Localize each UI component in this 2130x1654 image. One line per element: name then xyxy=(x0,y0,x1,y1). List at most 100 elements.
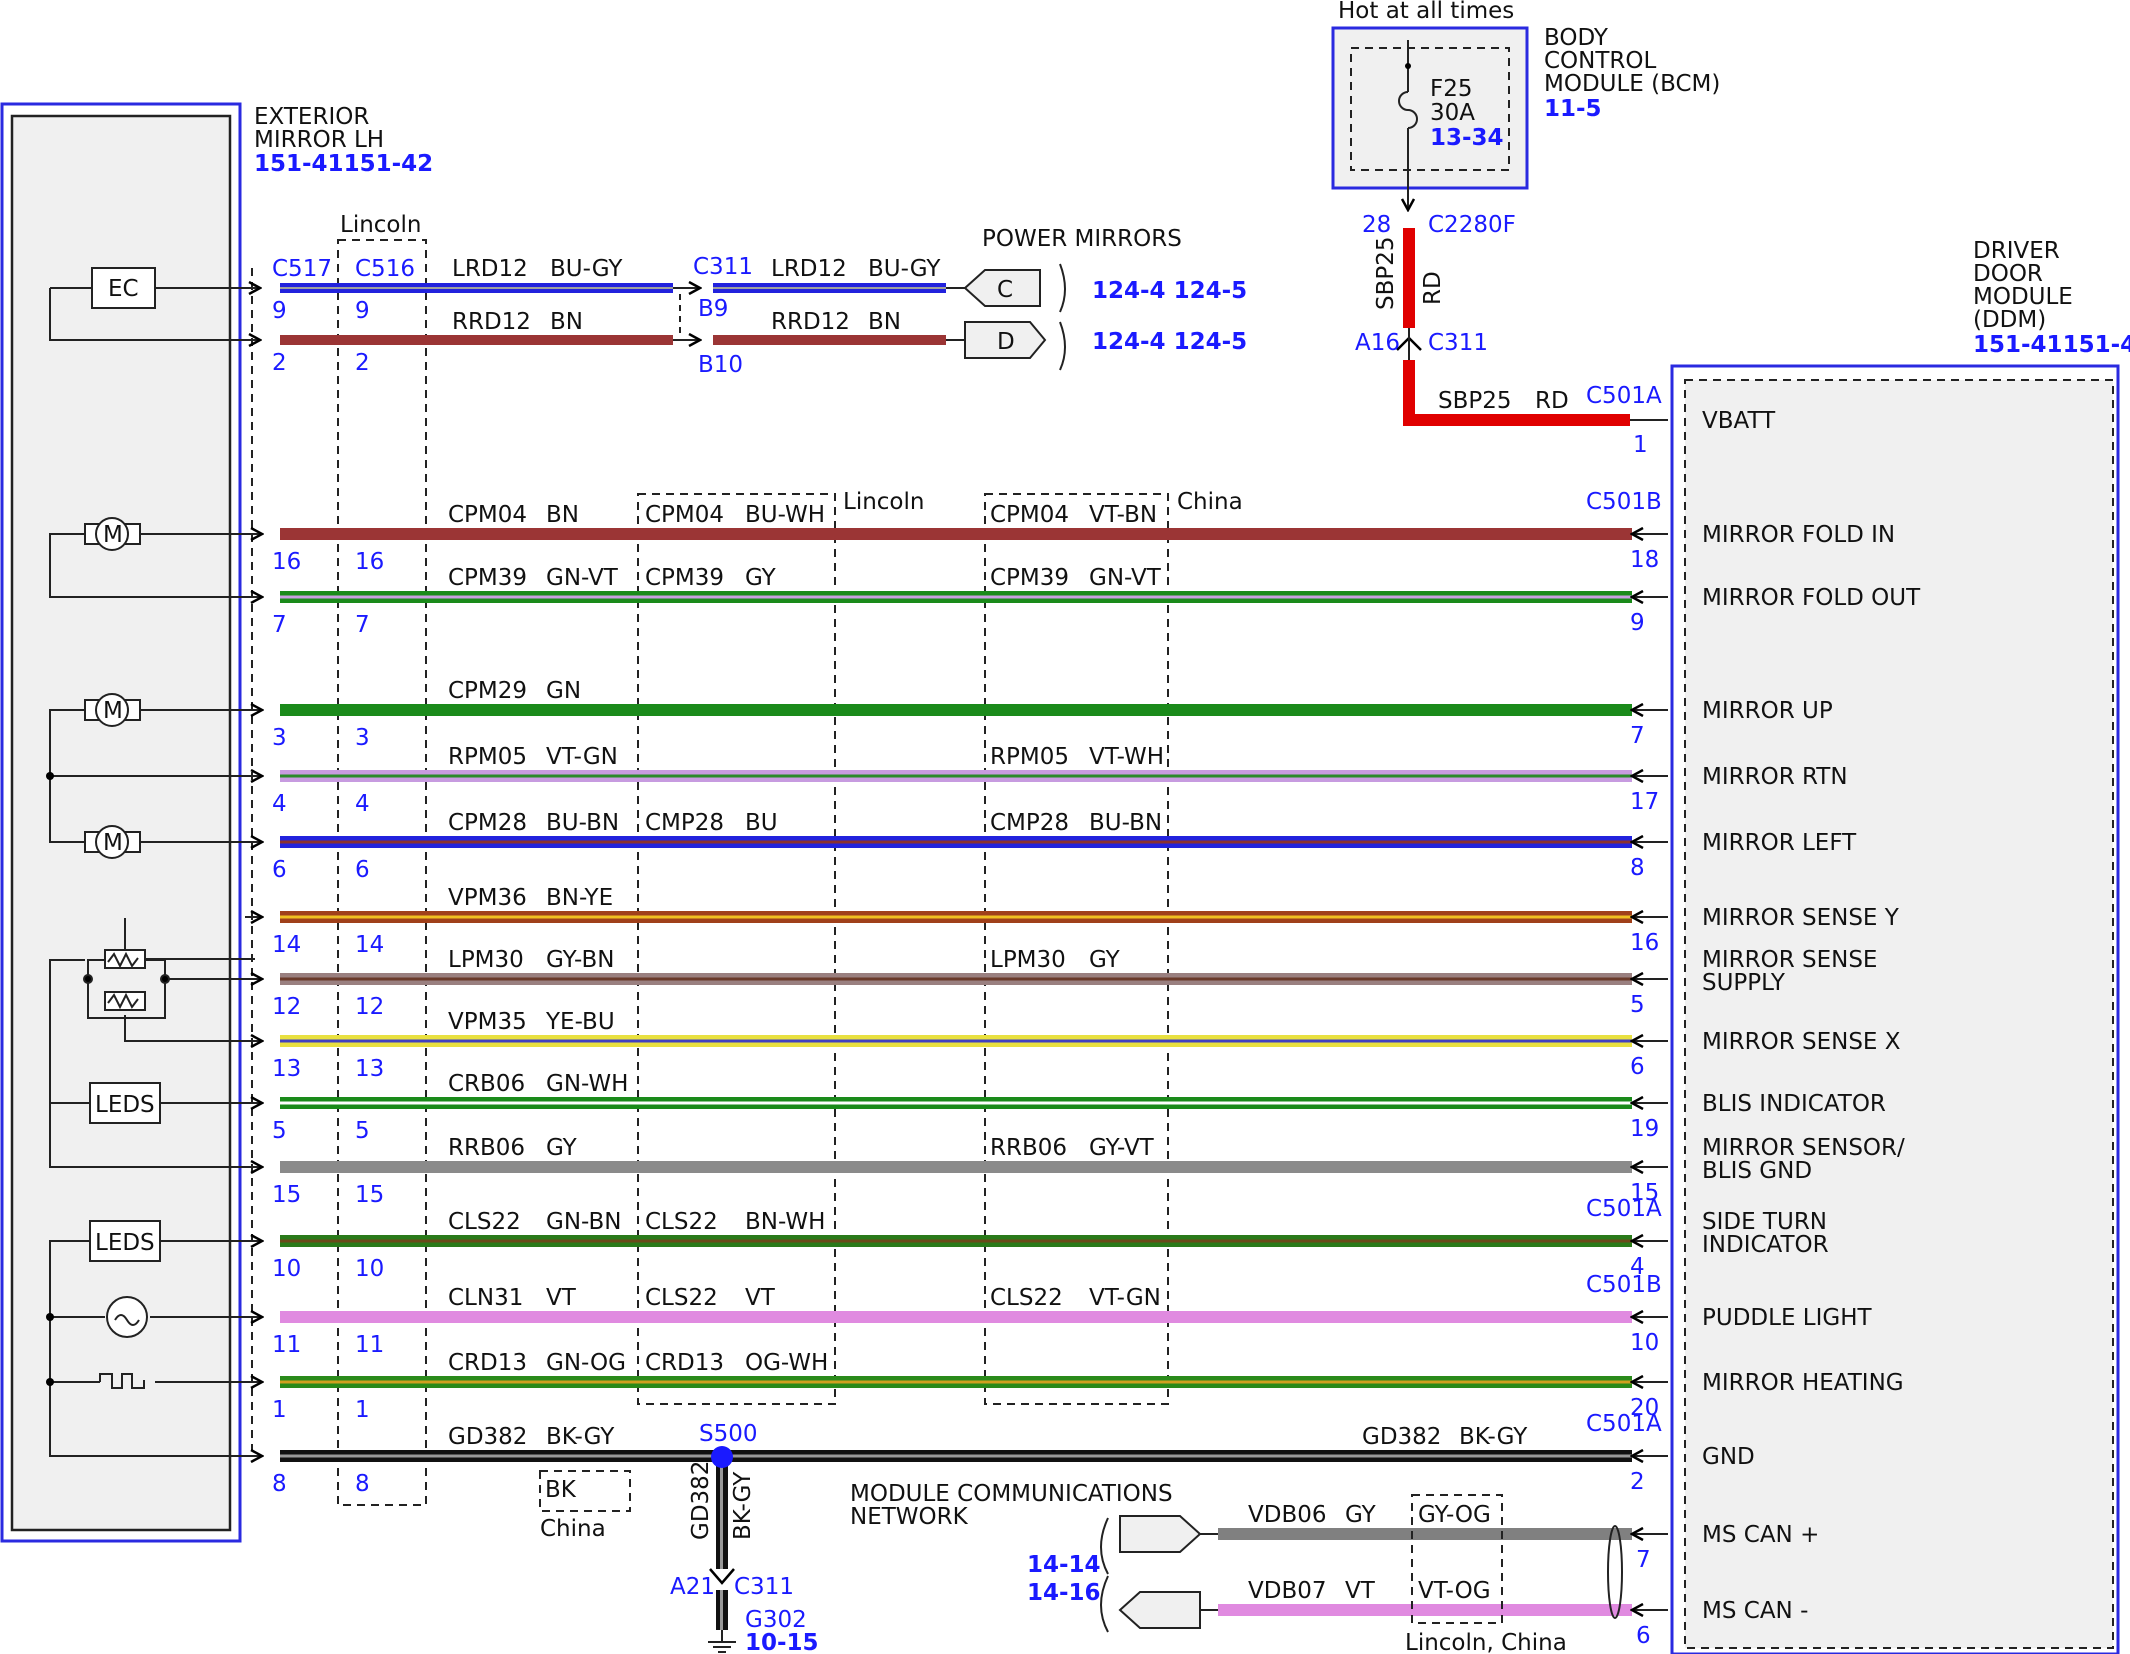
rd-vertical: RD xyxy=(1420,271,1446,305)
pin-1-vbatt: 1 xyxy=(1633,432,1648,458)
wire-color-right: BK-GY xyxy=(1459,1424,1528,1450)
ddm-pin-number: 16 xyxy=(1630,930,1659,956)
motor-label: M xyxy=(103,522,123,548)
splice-s500: S500 xyxy=(699,1421,758,1447)
wire-circuit: CLN31 xyxy=(448,1285,523,1311)
c517-pin: 1 xyxy=(272,1397,287,1423)
ddm-pin-number: 17 xyxy=(1630,789,1659,815)
leds-component: LEDS xyxy=(89,1220,161,1262)
wire-circuit: CRD13 xyxy=(448,1350,527,1376)
wire-stripe xyxy=(280,977,1632,981)
mcn-ref-2[interactable]: 14-16 xyxy=(1027,1580,1101,1606)
wire-circuit: CPM28 xyxy=(448,810,527,836)
can-alt-color: GY-OG xyxy=(1418,1502,1491,1528)
can-color: VT xyxy=(1345,1578,1376,1604)
lincoln-color: BU xyxy=(745,810,778,836)
ddm-pin-label-2: SUPPLY xyxy=(1702,970,1786,996)
fuse-ref[interactable]: 13-34 xyxy=(1430,125,1504,151)
wire-color: VT xyxy=(546,1285,577,1311)
can-color: GY xyxy=(1345,1502,1377,1528)
gd382-vertical: GD382 xyxy=(688,1461,714,1540)
mcn-ref-1[interactable]: 14-14 xyxy=(1027,1552,1101,1578)
wire-body xyxy=(280,1311,1632,1323)
internal-wiring xyxy=(49,287,255,1457)
pin-b9: B9 xyxy=(698,296,728,322)
c517-pin: 10 xyxy=(272,1256,301,1282)
connector-c311-bottom: C311 xyxy=(734,1574,794,1600)
can-alt-color: VT-OG xyxy=(1418,1578,1491,1604)
wire-color: VT-GN xyxy=(546,744,618,770)
china-circuit: RRB06 xyxy=(990,1135,1067,1161)
ddm-pin-number: 18 xyxy=(1630,547,1659,573)
motor-icon: M xyxy=(84,693,141,727)
ddm-pin-number: 7 xyxy=(1630,723,1645,749)
ddm-pin-label: SIDE TURN xyxy=(1702,1209,1827,1235)
c516-pin: 16 xyxy=(355,549,384,575)
ddm-title-1: DRIVER xyxy=(1973,238,2060,264)
wire-rrd12-pin517: 2 xyxy=(272,350,287,376)
power-mirror-ref-d[interactable]: 124-4 124-5 xyxy=(1092,329,1247,355)
wire-stripe xyxy=(280,840,1632,844)
ddm-pin-label: MIRROR SENSE xyxy=(1702,947,1877,973)
wire-color: GN-BN xyxy=(546,1209,622,1235)
ddm-pin-number: 6 xyxy=(1630,1054,1645,1080)
mcn-region-label: Lincoln, China xyxy=(1405,1630,1567,1654)
wire-stripe xyxy=(280,915,1632,919)
bcm-title-3: MODULE (BCM) xyxy=(1544,71,1720,97)
wire-circuit: VPM35 xyxy=(448,1009,527,1035)
leds-component: LEDS xyxy=(89,1082,161,1124)
bcm-ref[interactable]: 11-5 xyxy=(1544,96,1602,122)
wire-rrd12-circuit: RRD12 xyxy=(452,309,531,335)
wire-body xyxy=(1218,1528,1632,1540)
ground-g302-ref[interactable]: 10-15 xyxy=(745,1630,819,1654)
china-circuit: LPM30 xyxy=(990,947,1066,973)
exterior-mirror-title-1: EXTERIOR xyxy=(254,104,369,130)
lincoln-region-label: Lincoln xyxy=(843,489,924,515)
wire-color: YE-BU xyxy=(545,1009,615,1035)
wire-body xyxy=(1218,1604,1632,1616)
c516-pin: 12 xyxy=(355,994,384,1020)
ddm-connector-label: C501A xyxy=(1586,1411,1662,1437)
wire-rrd12-pin516: 2 xyxy=(355,350,370,376)
pin-a16: A16 xyxy=(1355,330,1400,356)
connector-c2280f: C2280F xyxy=(1428,212,1516,238)
exterior-mirror-ref[interactable]: 151-41151-42 xyxy=(254,151,433,177)
china-color: GY-VT xyxy=(1089,1135,1155,1161)
ddm-pin-label: MIRROR LEFT xyxy=(1702,830,1857,856)
ddm-pin-label: MS CAN - xyxy=(1702,1598,1808,1624)
ddm-ref[interactable]: 151-41151-42 xyxy=(1973,332,2130,358)
power-mirror-conn-c: C xyxy=(997,277,1013,303)
c516-pin: 8 xyxy=(355,1471,370,1497)
connector-c516: C516 xyxy=(355,256,415,282)
ddm-pin-number: 19 xyxy=(1630,1116,1659,1142)
ddm-module: DRIVER DOOR MODULE (DDM) 151-41151-42 xyxy=(1670,238,2130,1654)
position-sensor-icon xyxy=(83,949,170,1019)
c516-pin: 7 xyxy=(355,612,370,638)
power-mirror-ref-c[interactable]: 124-4 124-5 xyxy=(1092,278,1247,304)
wire-circuit: CPM29 xyxy=(448,678,527,704)
ddm-pin-label: GND xyxy=(1702,1444,1755,1470)
china-color: VT-GN xyxy=(1089,1285,1161,1311)
motor-label: M xyxy=(103,830,123,856)
wire-circuit-right: GD382 xyxy=(1362,1424,1441,1450)
c517-pin: 15 xyxy=(272,1182,301,1208)
c517-pin: 5 xyxy=(272,1118,287,1144)
lincoln-color: BU-WH xyxy=(745,502,825,528)
wire-color: GN-VT xyxy=(546,565,619,591)
ddm-pin-label: MIRROR SENSE X xyxy=(1702,1029,1901,1055)
wire-body xyxy=(280,704,1632,716)
c516-pin: 11 xyxy=(355,1332,384,1358)
ddm-title-3: MODULE xyxy=(1973,284,2073,310)
wire-stripe xyxy=(280,774,1632,778)
china-variant-region xyxy=(984,493,1169,1405)
lincoln-color: BN-WH xyxy=(745,1209,825,1235)
